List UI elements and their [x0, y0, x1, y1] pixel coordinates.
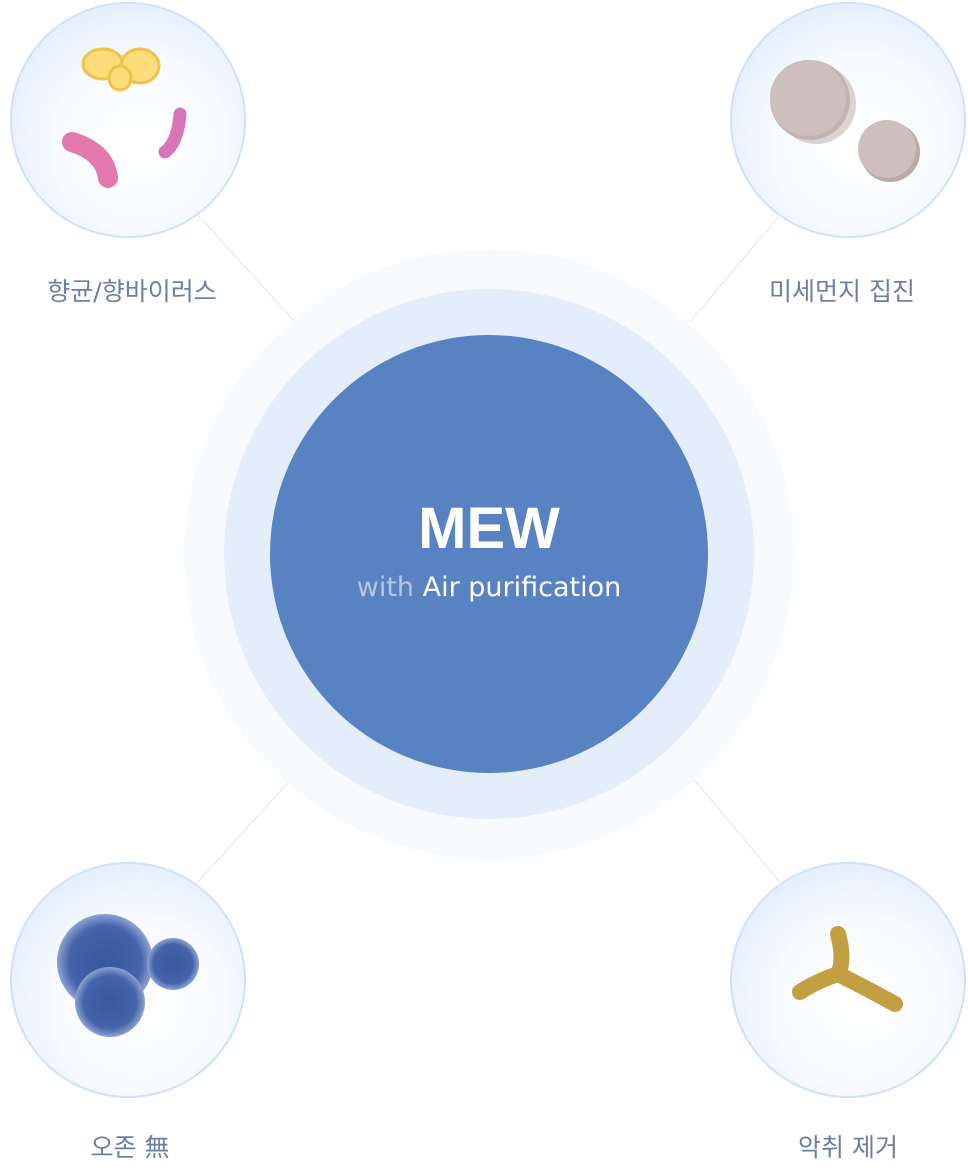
feature-label-antibacterial: 향균/향바이러스 — [47, 277, 217, 306]
ozone-bubble — [10, 862, 246, 1098]
feature-label-odor: 악취 제거 — [798, 1133, 898, 1162]
subtitle-prefix: with — [356, 572, 415, 603]
center-title: MEW — [418, 496, 560, 561]
feature-label-ozone: 오존 無 — [90, 1133, 170, 1162]
dust-bubble — [730, 2, 966, 238]
bacteria-icon — [62, 47, 187, 188]
center-circle: MEW with Air purification — [270, 335, 708, 773]
ozone-icon — [57, 914, 199, 1037]
subtitle-main: Air purification — [422, 572, 622, 603]
center-subtitle: with Air purification — [357, 572, 622, 603]
bacteria-bubble — [10, 2, 246, 238]
feature-label-dust: 미세먼지 집진 — [769, 277, 915, 306]
dust-icon — [770, 60, 920, 182]
odor-icon — [792, 926, 903, 1012]
odor-bubble — [730, 862, 966, 1098]
